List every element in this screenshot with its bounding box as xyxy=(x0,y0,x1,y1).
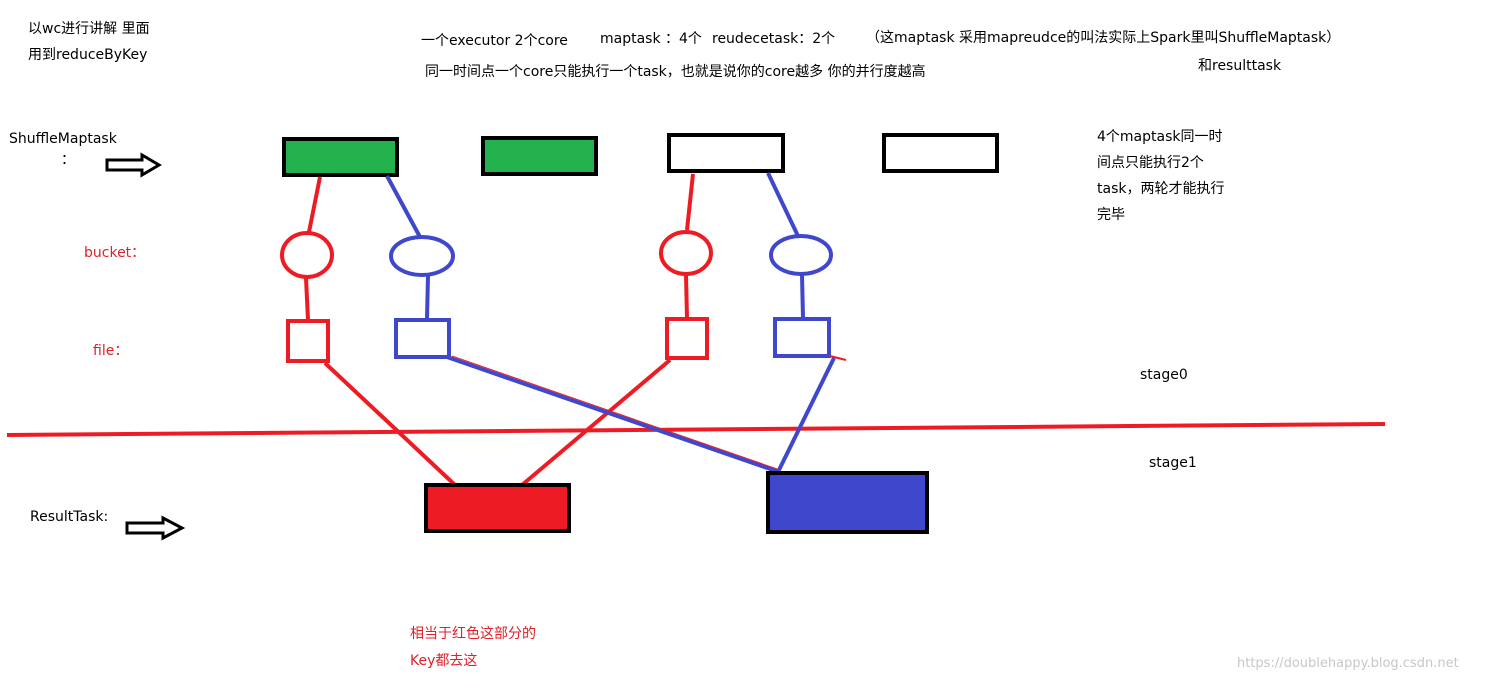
file-red-2 xyxy=(665,317,709,360)
stage1-label: stage1 xyxy=(1149,455,1197,471)
file-label: file： xyxy=(93,343,129,359)
link-bucket-red1-file xyxy=(304,277,310,321)
link-bucket-blue1-file xyxy=(425,275,430,319)
link-bucket-blue2-file xyxy=(800,274,805,319)
stage0-label: stage0 xyxy=(1140,367,1188,383)
shuffle-blue2-red-tick xyxy=(829,355,847,361)
maptask-box-4 xyxy=(882,133,999,173)
maptask-box-2 xyxy=(481,136,598,176)
bucket-red-2 xyxy=(659,230,713,276)
link-bucket-red2-file xyxy=(684,274,689,319)
maptask-box-3 xyxy=(667,133,785,173)
intro-note-line-2: 用到reduceByKey xyxy=(28,47,148,63)
header-parallelism-note: 同一时间点一个core只能执行一个task，也就是说你的core越多 你的并行度… xyxy=(425,64,926,80)
right-note-line-2: 间点只能执行2个 xyxy=(1097,155,1204,171)
header-maptask-count: maptask ：4个 xyxy=(600,31,702,47)
header-resulttask-note: 和resulttask xyxy=(1198,58,1282,74)
link-task1-blue-bucket xyxy=(385,175,422,238)
right-note-line-1: 4个maptask同一时 xyxy=(1097,129,1223,145)
shuffle-maptask-arrow-icon xyxy=(105,152,162,178)
link-task1-red-bucket xyxy=(307,176,322,233)
file-red-1 xyxy=(286,319,330,363)
link-task3-blue-bucket xyxy=(766,172,800,237)
shuffle-blue1-to-result xyxy=(446,355,780,474)
bucket-label: bucket： xyxy=(84,245,146,261)
stage-divider-line xyxy=(6,422,1386,437)
shuffle-maptask-colon: ： xyxy=(61,152,75,168)
watermark-text: https://doublehappy.blog.csdn.net xyxy=(1237,656,1459,671)
right-note-line-4: 完毕 xyxy=(1097,207,1125,223)
result-task-blue xyxy=(766,471,929,534)
header-executor: 一个executor 2个core xyxy=(421,33,568,49)
result-task-arrow-icon xyxy=(125,515,186,541)
bucket-blue-1 xyxy=(389,235,455,277)
bottom-note-line-1: 相当于红色这部分的 xyxy=(410,626,536,642)
right-note-line-3: task，两轮才能执行 xyxy=(1097,181,1225,197)
result-task-label: ResultTask: xyxy=(30,509,109,525)
header-reducetask-count: reudecetask：2个 xyxy=(712,31,836,47)
shuffle-blue1-red-edge xyxy=(451,355,781,471)
header-naming-note: （这maptask 采用mapreudce的叫法实际上Spark里叫Shuffl… xyxy=(866,30,1341,46)
shuffle-red1-to-result xyxy=(323,361,457,487)
shuffle-maptask-label: ShuffleMaptask xyxy=(9,131,117,147)
bucket-blue-2 xyxy=(769,234,833,276)
shuffle-red2-to-result xyxy=(520,358,672,487)
intro-note-line-1: 以wc进行讲解 里面 xyxy=(28,21,150,37)
bucket-red-1 xyxy=(280,231,334,279)
file-blue-2 xyxy=(773,317,831,358)
result-task-red xyxy=(424,483,571,533)
bottom-note-line-2: Key都去这 xyxy=(410,653,478,669)
file-blue-1 xyxy=(394,318,451,359)
link-task3-red-bucket xyxy=(685,173,695,231)
shuffle-blue2-to-result xyxy=(776,357,836,473)
maptask-box-1 xyxy=(282,137,399,177)
